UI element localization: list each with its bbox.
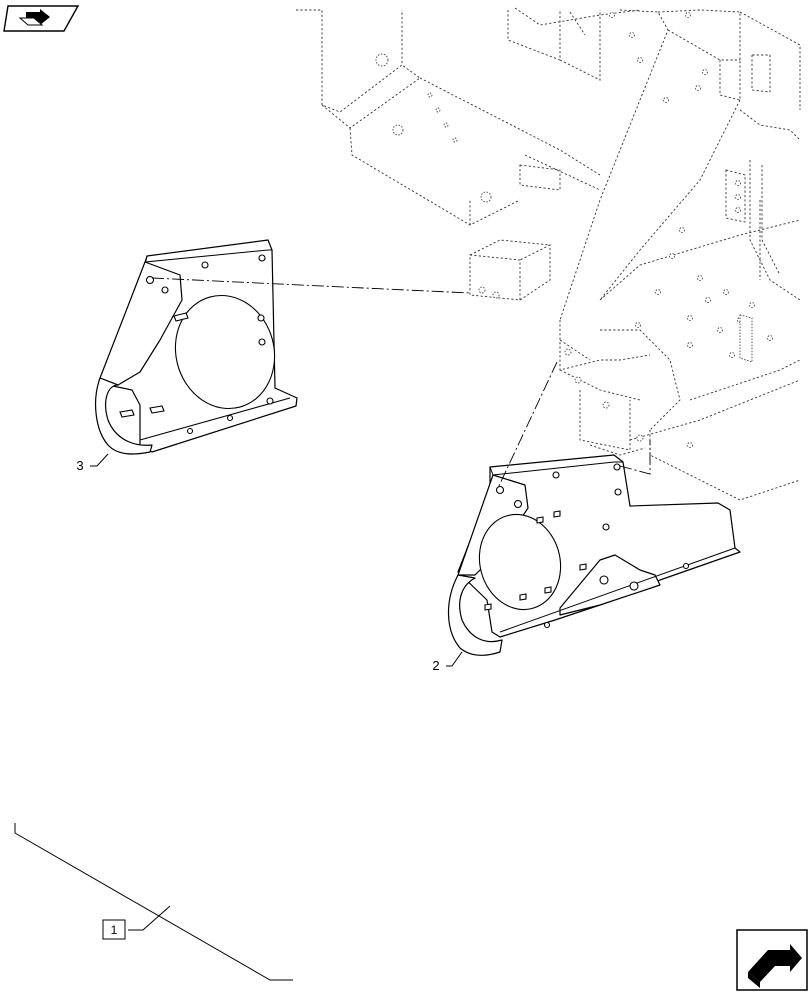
- strip-part-1: [14, 823, 293, 981]
- callout-leaders: [90, 453, 463, 931]
- next-page-icon[interactable]: [736, 929, 808, 991]
- callout-2-label: 2: [432, 658, 439, 673]
- previous-page-icon[interactable]: [3, 5, 80, 32]
- alignment-center-lines: [151, 277, 651, 489]
- bracket-part-2: [447, 454, 741, 656]
- callout-1-box: [102, 919, 126, 940]
- bracket-part-3: [95, 239, 298, 455]
- callout-3-label: 3: [76, 458, 83, 473]
- chassis-frame-outline: [296, 7, 801, 501]
- callout-1-label: 1: [111, 923, 118, 937]
